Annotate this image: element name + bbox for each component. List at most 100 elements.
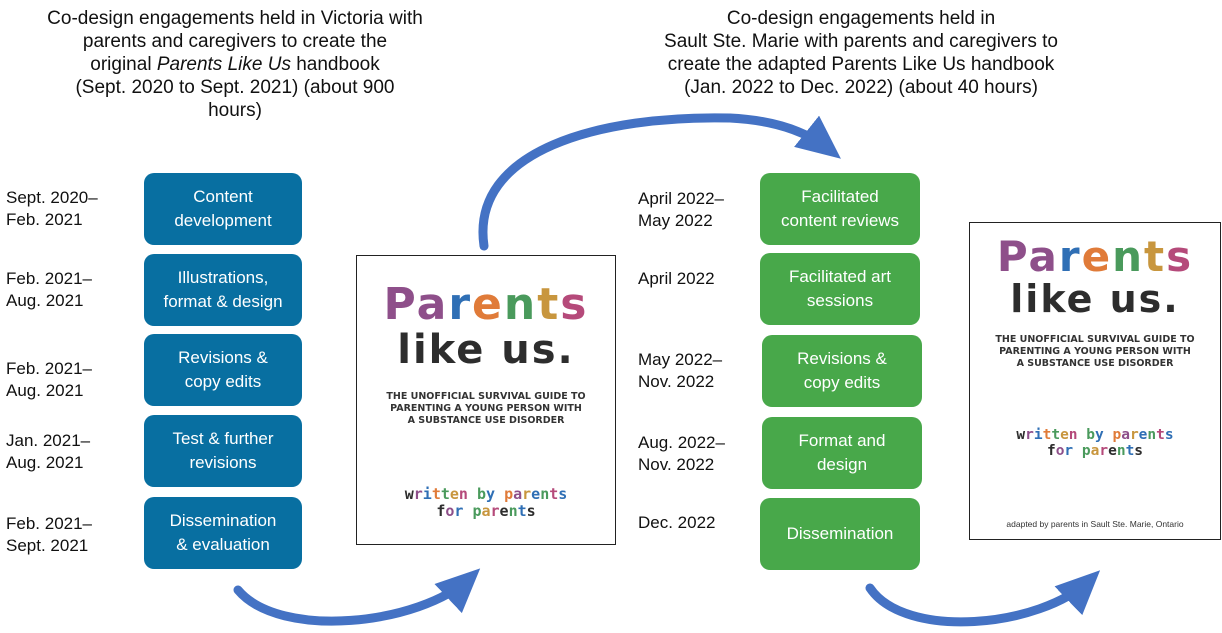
tagline-letter: p	[1081, 443, 1091, 459]
tagline-letter: r	[1025, 427, 1034, 443]
date-line2: Sept. 2021	[6, 536, 89, 555]
date-line1: Jan. 2021–	[6, 431, 91, 450]
book-tagline: written by parents for parents	[357, 486, 615, 520]
book-title-parents: Parents	[970, 235, 1220, 279]
tagline-letter: s	[526, 502, 536, 520]
tagline-letter: o	[445, 502, 455, 520]
right-heading-line3: create the adapted Parents Like Us handb…	[667, 54, 1055, 75]
tagline-letter: n	[508, 502, 518, 520]
step-label-line1: Revisions &	[178, 348, 268, 367]
book-title-like-us: like us.	[397, 327, 575, 373]
step-label-line2: copy edits	[803, 373, 881, 392]
right-heading-line2: Sault Ste. Marie with parents and caregi…	[664, 31, 1058, 52]
arrow-original-to-book	[233, 568, 481, 626]
step-illustrations-format-design: Illustrations, format & design	[144, 254, 302, 326]
step-label-line1: Dissemination	[169, 511, 277, 530]
book-cover-original: Parents like us. THE UNOFFICIAL SURVIVAL…	[356, 255, 616, 545]
book-tagline-line2: for parents	[970, 443, 1220, 459]
book-subtitle-line3: A SUBSTANCE USE DISORDER	[1016, 358, 1174, 369]
left-heading-line3-pre: original	[90, 54, 157, 75]
date-line1: Dec. 2022	[638, 513, 716, 532]
date-line1: May 2022–	[638, 350, 723, 369]
title-letter: P	[383, 279, 417, 330]
tagline-letter: t	[549, 485, 559, 503]
tagline-letter: n	[1116, 443, 1126, 459]
book-subtitle-line3: A SUBSTANCE USE DISORDER	[407, 415, 565, 426]
left-heading-line2: parents and caregivers to create the	[82, 31, 388, 52]
step-label-line2: copy edits	[184, 372, 262, 391]
step-label-line2: format & design	[163, 292, 283, 311]
left-step-date: Feb. 2021– Sept. 2021	[6, 513, 92, 557]
right-step-date: April 2022	[638, 268, 715, 290]
left-step-date: Sept. 2020– Feb. 2021	[6, 187, 98, 231]
title-letter: t	[537, 279, 561, 330]
tagline-letter: t	[1156, 427, 1165, 443]
tagline-letter: i	[422, 485, 432, 503]
tagline-letter: a	[513, 485, 523, 503]
tagline-letter: t	[431, 485, 441, 503]
title-letter: P	[996, 232, 1029, 281]
step-label-line2: revisions	[189, 453, 257, 472]
tagline-letter: p	[1112, 427, 1122, 443]
tagline-letter: b	[476, 485, 486, 503]
book-cover-adapted: Parents like us. THE UNOFFICIAL SURVIVAL…	[969, 222, 1221, 540]
left-heading-line1: Co-design engagements held in Victoria w…	[47, 8, 423, 29]
left-step-date: Feb. 2021– Aug. 2021	[6, 268, 92, 312]
tagline-letter: f	[436, 502, 446, 520]
step-facilitated-art-sessions: Facilitated art sessions	[760, 253, 920, 325]
right-heading-line1: Co-design engagements held in	[726, 8, 996, 29]
tagline-letter: i	[1033, 427, 1043, 443]
tagline-letter: b	[1086, 427, 1095, 443]
tagline-letter: r	[1099, 443, 1109, 459]
step-label-line2: development	[174, 211, 272, 230]
title-letter: n	[503, 279, 538, 330]
tagline-letter: e	[499, 502, 509, 520]
tagline-letter: y	[1095, 427, 1104, 443]
tagline-letter: r	[1064, 443, 1074, 459]
tagline-letter: w	[404, 485, 414, 503]
tagline-letter: t	[517, 502, 527, 520]
step-revisions-copy-edits: Revisions & copy edits	[762, 335, 922, 407]
step-label-line1: Revisions &	[797, 349, 887, 368]
left-step-date: Jan. 2021– Aug. 2021	[6, 430, 90, 474]
tagline-letter: t	[440, 485, 450, 503]
step-label-line1: Content	[193, 187, 253, 206]
arrow-original-to-adaptation	[478, 113, 841, 251]
step-label-line2: sessions	[806, 291, 874, 310]
tagline-letter: r	[1129, 427, 1139, 443]
step-label-line1: Illustrations,	[177, 268, 269, 287]
tagline-letter: e	[1060, 427, 1069, 443]
left-heading-line5: hours)	[208, 100, 262, 121]
book-subtitle-line1: THE UNOFFICIAL SURVIVAL GUIDE TO	[386, 391, 586, 402]
left-step-date: Feb. 2021– Aug. 2021	[6, 358, 92, 402]
step-label-line1: Test & further	[172, 429, 274, 448]
date-line1: April 2022–	[638, 189, 725, 208]
step-dissemination: Dissemination	[760, 498, 920, 570]
step-label-line1: Facilitated art	[788, 267, 892, 286]
step-label-line2: design	[816, 455, 868, 474]
step-revisions-copy-edits: Revisions & copy edits	[144, 334, 302, 406]
step-test-further-revisions: Test & further revisions	[144, 415, 302, 487]
book-tagline-line2: for parents	[357, 503, 615, 520]
step-label-line1: Dissemination	[786, 524, 894, 543]
book-footer: adapted by parents in Sault Ste. Marie, …	[1006, 519, 1184, 529]
title-letter: r	[448, 279, 473, 330]
book-tagline: written by parents for parents	[970, 427, 1220, 459]
right-heading-line4: (Jan. 2022 to Dec. 2022) (about 40 hours…	[684, 77, 1038, 98]
tagline-letter: e	[1108, 443, 1117, 459]
tagline-letter: a	[481, 502, 491, 520]
right-step-date: April 2022– May 2022	[638, 188, 724, 232]
tagline-letter: s	[558, 485, 568, 503]
tagline-letter: t	[1042, 427, 1052, 443]
date-line2: Aug. 2021	[6, 291, 84, 310]
book-subtitle: THE UNOFFICIAL SURVIVAL GUIDE TO PARENTI…	[357, 391, 615, 427]
left-heading-line3-post: handbook	[290, 54, 380, 75]
book-tagline-line1: written by parents	[357, 486, 615, 503]
step-label-line2: content reviews	[780, 211, 900, 230]
arrow-adaptation-to-book	[865, 570, 1101, 627]
step-dissemination-evaluation: Dissemination& evaluation	[144, 497, 302, 569]
date-line2: Aug. 2021	[6, 453, 84, 472]
